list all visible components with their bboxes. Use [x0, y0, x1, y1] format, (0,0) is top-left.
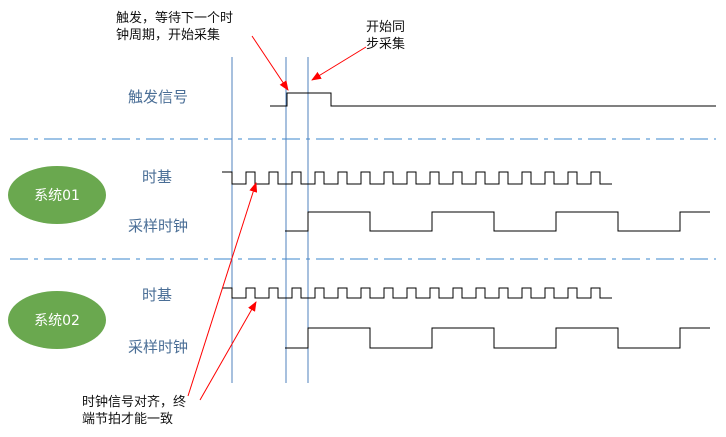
system01-ellipse — [8, 166, 106, 224]
system02-ellipse — [8, 291, 106, 349]
system02-sample-clock-waveform — [285, 327, 710, 349]
system02-sample-clock-label: 采样时钟 — [128, 338, 188, 356]
alignment-arrow-system01 — [187, 182, 258, 397]
system01-sample-clock-label: 采样时钟 — [128, 217, 188, 235]
alignment-arrow-system02 — [199, 301, 257, 401]
trigger-signal-waveform — [270, 92, 716, 107]
system01-sample-clock-waveform — [285, 211, 710, 232]
alignment-annotation-line1: 时钟信号对齐，终 — [82, 394, 186, 410]
sync-annotation-line1: 开始同 — [366, 20, 405, 35]
system01-timebase-waveform — [222, 171, 612, 185]
system01-timebase-label: 时基 — [142, 168, 172, 186]
system02-timebase-label: 时基 — [142, 286, 172, 304]
trigger-annotation-line1: 触发，等待下一个时 — [116, 10, 233, 26]
alignment-annotation-line2: 端节拍才能一致 — [82, 412, 173, 427]
trigger-annotation-line2: 钟周期，开始采集 — [116, 27, 220, 43]
system02-timebase-waveform — [222, 287, 612, 299]
trigger-signal-label: 触发信号 — [128, 88, 188, 106]
system01-label: 系统01 — [34, 188, 80, 204]
sync-arrow — [311, 46, 367, 81]
sync-annotation-line2: 步采集 — [366, 36, 405, 52]
system02-label: 系统02 — [34, 313, 80, 329]
trigger-arrow — [251, 35, 289, 91]
